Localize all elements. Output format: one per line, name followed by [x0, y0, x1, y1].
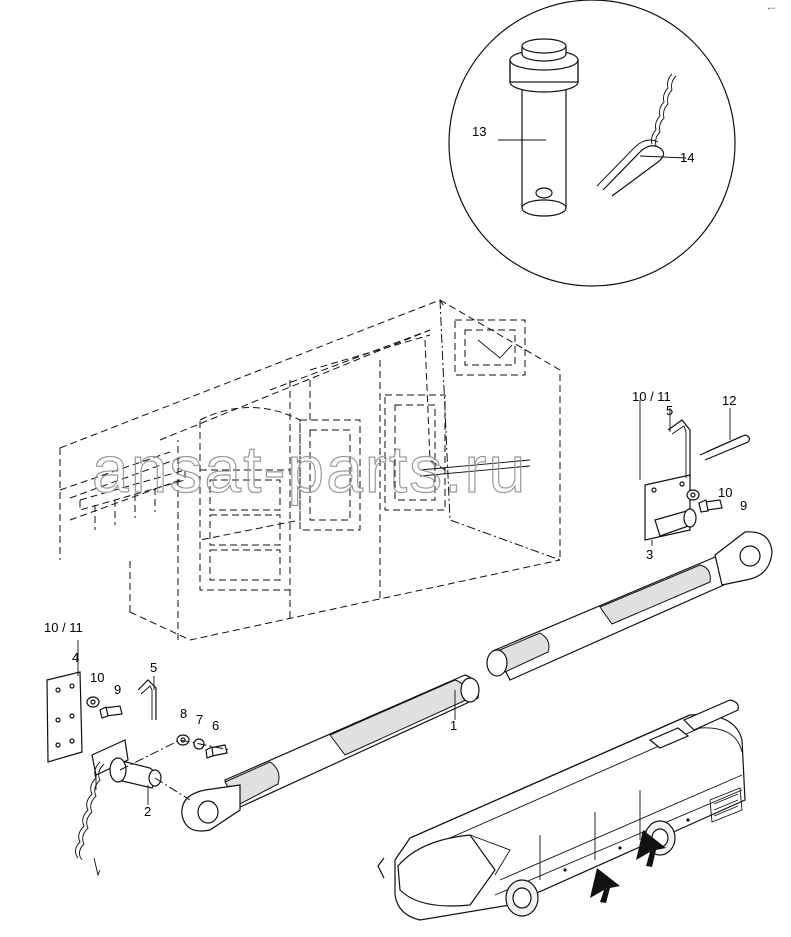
- arrow-icon-front: [590, 868, 620, 903]
- watermark: ansat-parts.ru: [92, 432, 527, 506]
- callout-10-left: 10: [90, 670, 104, 685]
- callout-9-left: 9: [114, 682, 121, 697]
- left-mount-assembly: [46, 640, 231, 877]
- callout-10-right: 10: [718, 485, 732, 500]
- callout-14: 14: [680, 150, 694, 165]
- callout-10-11-left: 10 / 11: [44, 620, 83, 635]
- callout-1: 1: [450, 718, 457, 733]
- callout-4: 4: [72, 650, 79, 665]
- corner-mark: ⌐−: [768, 6, 776, 12]
- arrow-icon-rear: [636, 830, 666, 867]
- callout-2: 2: [144, 804, 151, 819]
- engine-compartment-outline: [59, 299, 561, 641]
- callout-8: 8: [180, 706, 187, 721]
- bus-illustration: [377, 699, 746, 921]
- callout-6: 6: [212, 718, 219, 733]
- callout-5-left: 5: [150, 660, 157, 675]
- callout-10-11-right: 10 / 11: [632, 389, 671, 404]
- tow-bar-part-1: [181, 531, 773, 832]
- clip-part-14: [596, 73, 687, 197]
- callout-7: 7: [196, 712, 203, 727]
- callout-12: 12: [722, 393, 736, 408]
- callout-13: 13: [472, 124, 486, 139]
- callout-5-right: 5: [666, 403, 673, 418]
- pin-part-13: [498, 38, 579, 217]
- callout-9-right: 9: [740, 498, 747, 513]
- right-mount-assembly: [639, 400, 751, 546]
- detail-circle: 13 14: [448, 0, 736, 287]
- callout-3: 3: [646, 547, 653, 562]
